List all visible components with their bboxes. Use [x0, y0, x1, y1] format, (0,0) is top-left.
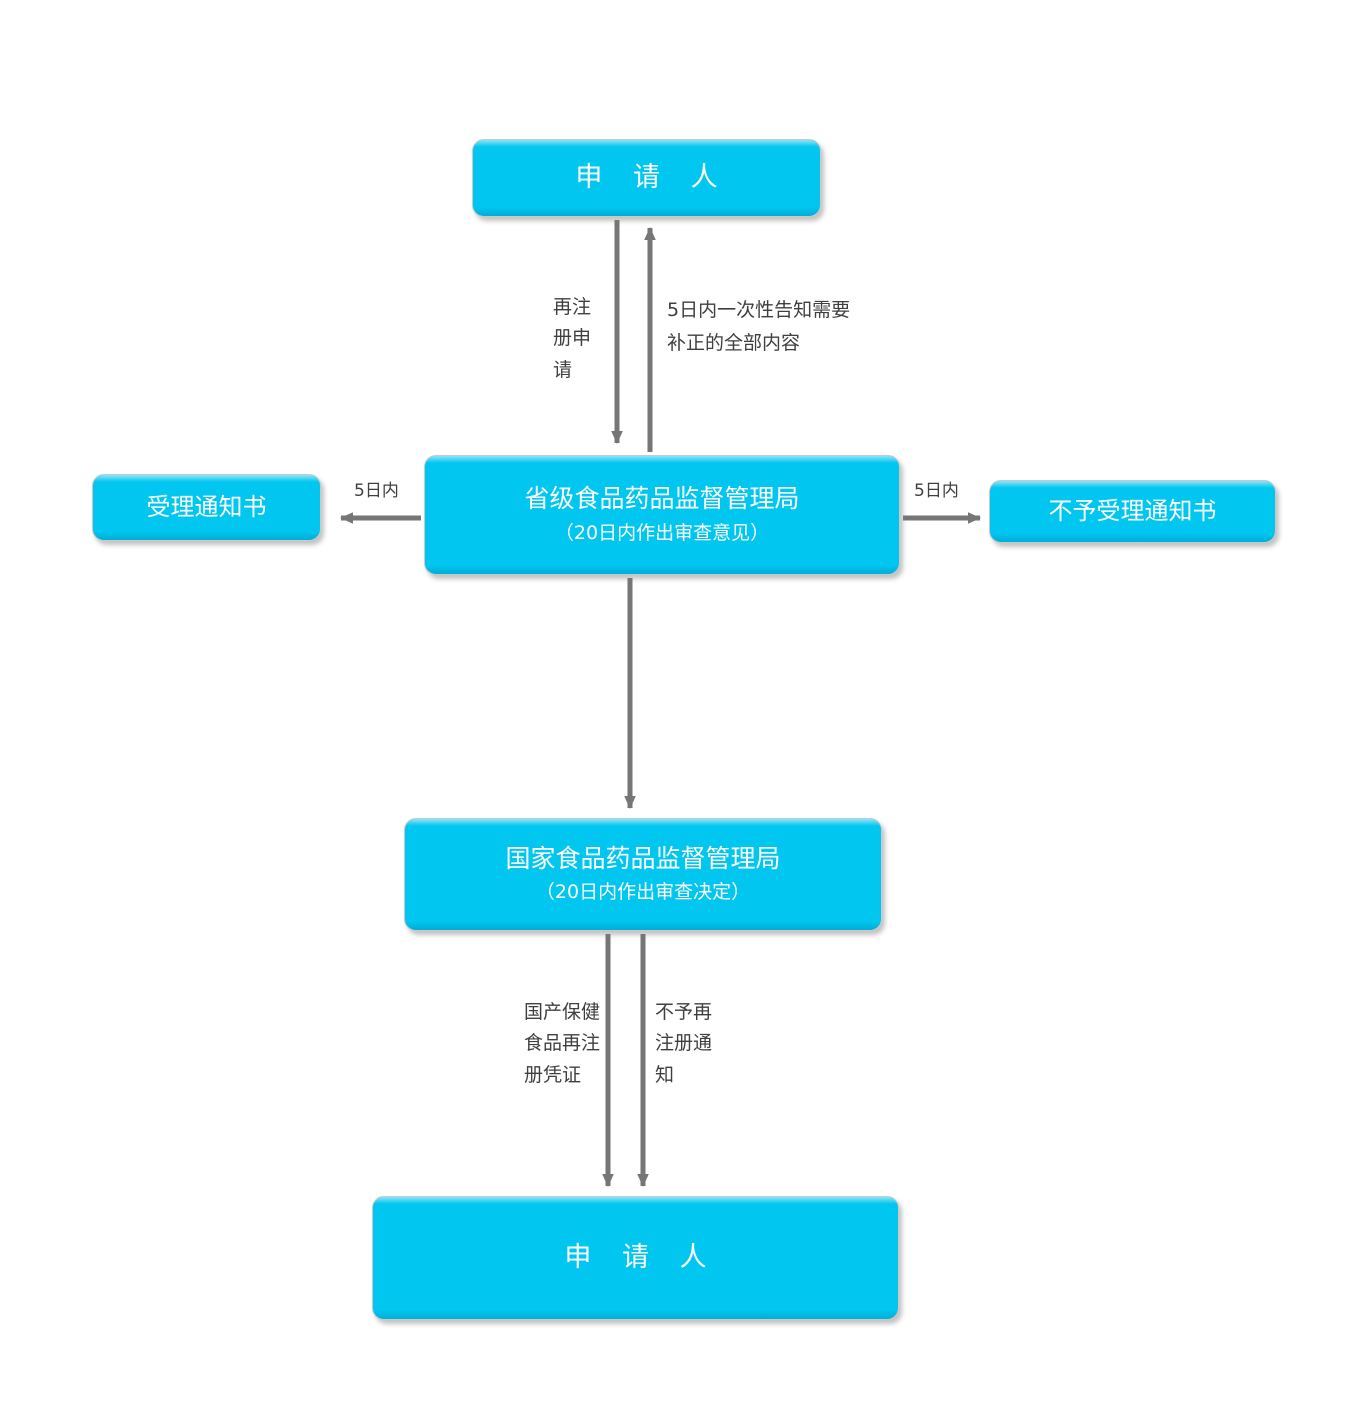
node-applicant-bottom-label: 申 请 人 — [564, 1242, 718, 1274]
node-reject-notice[interactable]: 不予受理通知书 — [989, 480, 1276, 543]
node-provincial-bureau-label: 省级食品药品监督管理局 — [524, 483, 800, 513]
edge-label-domestic-health-food-recert: 国产保健食品再注册凭证 — [524, 1001, 601, 1086]
edge-label-within-5-days-right: 5日内 — [914, 481, 959, 501]
node-accept-notice[interactable]: 受理通知书 — [92, 474, 321, 541]
edge-label-reapply: 再注册申请 — [553, 296, 592, 381]
node-applicant-top[interactable]: 申 请 人 — [472, 139, 821, 217]
edge-label-within-5-days-left: 5日内 — [354, 481, 399, 501]
node-reject-notice-label: 不予受理通知书 — [1048, 496, 1217, 525]
node-provincial-bureau-note: （20日内作出审查意见） — [554, 522, 770, 545]
edge-label-no-reregistration-notice: 不予再注册通知 — [655, 1001, 713, 1086]
node-accept-notice-label: 受理通知书 — [146, 492, 267, 521]
node-national-bureau-note: （20日内作出审查决定） — [535, 881, 751, 904]
node-provincial-bureau[interactable]: 省级食品药品监督管理局 （20日内作出审查意见） — [424, 455, 900, 575]
edge-label-notify-within-5-days: 5日内一次性告知需要补正的全部内容 — [667, 299, 851, 355]
node-applicant-top-label: 申 请 人 — [575, 162, 729, 194]
node-national-bureau-label: 国家食品药品监督管理局 — [505, 843, 781, 873]
node-national-bureau[interactable]: 国家食品药品监督管理局 （20日内作出审查决定） — [404, 818, 882, 931]
node-applicant-bottom[interactable]: 申 请 人 — [372, 1196, 899, 1320]
